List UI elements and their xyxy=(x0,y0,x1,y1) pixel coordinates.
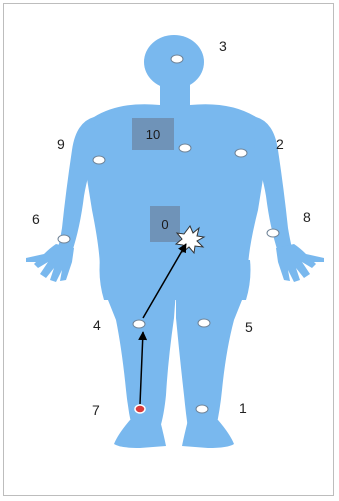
chest-label: 10 xyxy=(146,127,160,142)
point-4-marker xyxy=(133,320,145,328)
point-6-marker xyxy=(58,235,70,243)
point-7-start-marker xyxy=(135,405,145,413)
point-label-5: 5 xyxy=(245,319,253,335)
point-label-2: 2 xyxy=(276,136,284,152)
point-label-3: 3 xyxy=(219,38,227,54)
point-label-9: 9 xyxy=(57,136,65,152)
point-label-6: 6 xyxy=(32,211,40,227)
point-10-marker xyxy=(179,144,191,152)
point-label-7: 7 xyxy=(92,402,100,418)
point-1-marker xyxy=(196,405,208,413)
point-label-8: 8 xyxy=(303,209,311,225)
point-8-marker xyxy=(267,229,279,237)
point-9-marker xyxy=(93,156,105,164)
point-5-marker xyxy=(198,319,210,327)
point-2-marker xyxy=(235,149,247,157)
point-label-1: 1 xyxy=(239,400,247,416)
point-3-marker xyxy=(171,55,183,63)
point-label-4: 4 xyxy=(93,317,101,333)
abdomen-label: 0 xyxy=(161,217,168,232)
